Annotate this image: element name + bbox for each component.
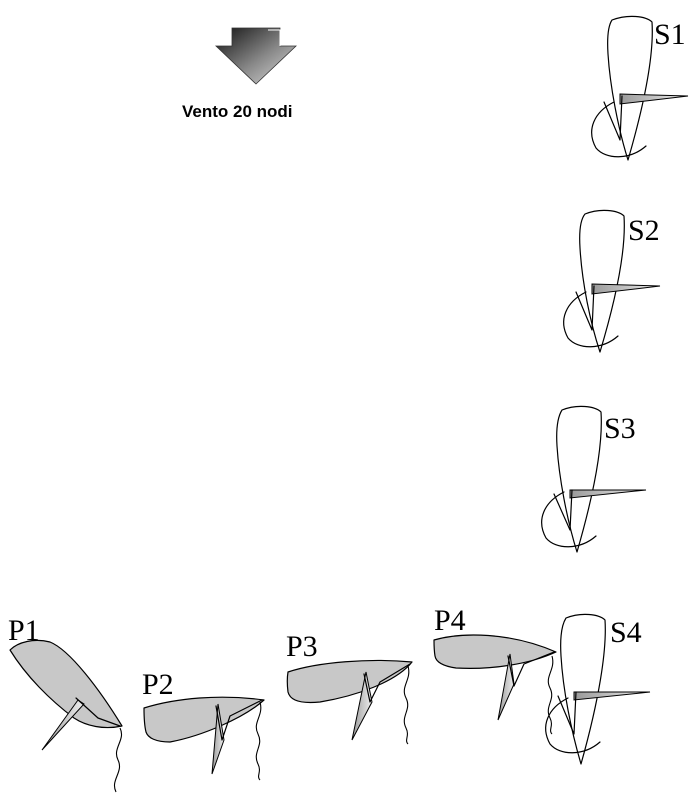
boat-p3-label: P3 bbox=[286, 630, 318, 663]
boat-s3-wake bbox=[541, 491, 597, 548]
boat-s1-boom bbox=[603, 95, 623, 141]
boat-s4: S4 bbox=[545, 613, 651, 765]
boat-p4-boom bbox=[507, 651, 555, 687]
boat-p2: P2 bbox=[142, 668, 265, 781]
boat-p1-wake bbox=[114, 727, 122, 793]
boat-p4-label: P4 bbox=[434, 604, 466, 637]
boat-p1-hull bbox=[9, 639, 123, 729]
boat-s2-wake bbox=[563, 291, 619, 348]
boat-s4-boom bbox=[557, 691, 577, 735]
boat-s1-hull bbox=[607, 15, 653, 161]
boat-s4-label: S4 bbox=[610, 616, 642, 649]
boat-p2-sail bbox=[211, 703, 225, 775]
boat-p3-hull bbox=[286, 659, 413, 704]
boat-s1-sail bbox=[619, 93, 689, 105]
boat-p2-hull bbox=[143, 696, 265, 743]
boat-p1-label: P1 bbox=[8, 614, 40, 647]
boat-s3-label: S3 bbox=[604, 412, 636, 445]
boat-p1-boom bbox=[75, 697, 121, 727]
boat-s2-sail bbox=[591, 283, 661, 295]
boat-s2-hull bbox=[579, 209, 625, 353]
boat-s1: S1 bbox=[591, 15, 689, 161]
boat-s2-label: S2 bbox=[628, 214, 660, 247]
boat-p1: P1 bbox=[8, 614, 123, 793]
boat-p4-sail bbox=[497, 653, 515, 721]
boat-p3-boom bbox=[363, 663, 411, 703]
boat-s4-sail bbox=[573, 691, 651, 701]
boat-s3-boom bbox=[553, 489, 573, 531]
boat-s3-hull bbox=[556, 405, 602, 553]
boat-s1-label: S1 bbox=[654, 18, 686, 51]
wind-label: Vento 20 nodi bbox=[182, 102, 293, 121]
boat-p4: P4 bbox=[433, 604, 557, 735]
boat-s4-wake bbox=[545, 697, 601, 754]
boat-s2: S2 bbox=[563, 209, 661, 353]
boat-s2-boom bbox=[575, 285, 595, 331]
boat-p3-wake bbox=[403, 665, 410, 745]
boat-s3-sail bbox=[569, 489, 647, 499]
boat-p4-wake bbox=[547, 655, 554, 735]
boat-p3: P3 bbox=[286, 630, 413, 745]
boat-p2-wake bbox=[255, 701, 262, 781]
boat-s3: S3 bbox=[541, 405, 647, 553]
boat-p4-hull bbox=[433, 634, 557, 669]
boat-s4-hull bbox=[560, 613, 606, 765]
wind-arrow-icon bbox=[214, 27, 298, 85]
boat-p2-boom bbox=[215, 699, 263, 741]
boat-s1-wake bbox=[591, 101, 647, 158]
boat-p2-label: P2 bbox=[142, 668, 174, 701]
